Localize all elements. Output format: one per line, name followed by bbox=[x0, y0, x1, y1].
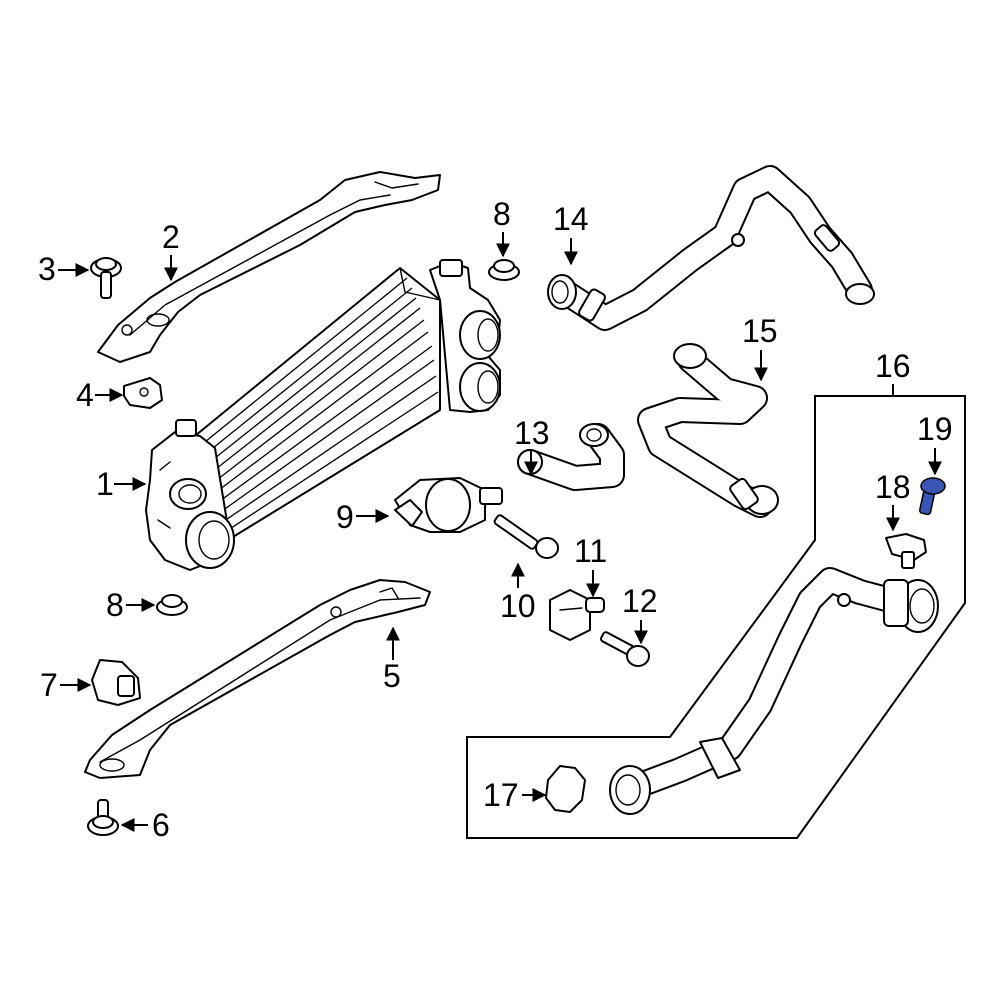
hose-13-part[interactable] bbox=[517, 423, 625, 491]
callout-label-8b: 8 bbox=[106, 587, 124, 623]
callout-label-1: 1 bbox=[96, 466, 114, 502]
callouts: 1 2 3 4 5 6 7 8 8 9 10 11 12 13 14 15 16 bbox=[38, 196, 953, 843]
grommet-8-upper-part[interactable] bbox=[488, 259, 520, 281]
callout-label-15: 15 bbox=[742, 313, 778, 349]
group-16-outline bbox=[466, 395, 966, 839]
screw-19-part[interactable] bbox=[919, 477, 946, 516]
intercooler-fins bbox=[199, 277, 439, 537]
callout-label-4: 4 bbox=[76, 377, 94, 413]
connector-11-part[interactable] bbox=[549, 589, 605, 641]
lower-bracket-part[interactable] bbox=[84, 579, 431, 779]
callout-label-16: 16 bbox=[875, 348, 911, 384]
gasket-17-part[interactable] bbox=[545, 765, 586, 813]
callout-label-5: 5 bbox=[383, 658, 401, 694]
hose-15-part[interactable] bbox=[637, 343, 779, 518]
clip-7-part[interactable] bbox=[91, 659, 141, 706]
callout-label-9: 9 bbox=[336, 499, 354, 535]
callout-label-8a: 8 bbox=[493, 196, 511, 232]
clip-4-part[interactable] bbox=[123, 377, 163, 409]
callout-label-19: 19 bbox=[917, 411, 953, 447]
bolt-10-part[interactable] bbox=[493, 514, 559, 559]
grommet-8-lower-part[interactable] bbox=[156, 594, 188, 616]
callout-label-18: 18 bbox=[875, 469, 911, 505]
hose-16-part[interactable] bbox=[609, 567, 939, 815]
callout-label-12: 12 bbox=[622, 583, 658, 619]
callout-label-11: 11 bbox=[574, 533, 607, 569]
callout-label-7: 7 bbox=[40, 667, 58, 703]
upper-hose-14-part[interactable] bbox=[547, 165, 875, 331]
callout-label-13: 13 bbox=[514, 415, 550, 451]
valve-9-part[interactable] bbox=[394, 477, 503, 533]
callout-label-10: 10 bbox=[500, 588, 536, 624]
bolt-12-part[interactable] bbox=[600, 631, 650, 667]
callout-label-14: 14 bbox=[553, 201, 589, 237]
bolt-3-part[interactable] bbox=[90, 257, 122, 299]
callout-label-2: 2 bbox=[162, 219, 180, 255]
callout-label-17: 17 bbox=[483, 777, 519, 813]
callout-label-6: 6 bbox=[152, 807, 170, 843]
intercooler-part[interactable] bbox=[145, 259, 501, 571]
bolt-6-part[interactable] bbox=[87, 799, 119, 836]
callout-label-3: 3 bbox=[38, 251, 56, 287]
upper-bracket-part[interactable] bbox=[97, 171, 441, 363]
clamp-18-part[interactable] bbox=[885, 533, 927, 569]
